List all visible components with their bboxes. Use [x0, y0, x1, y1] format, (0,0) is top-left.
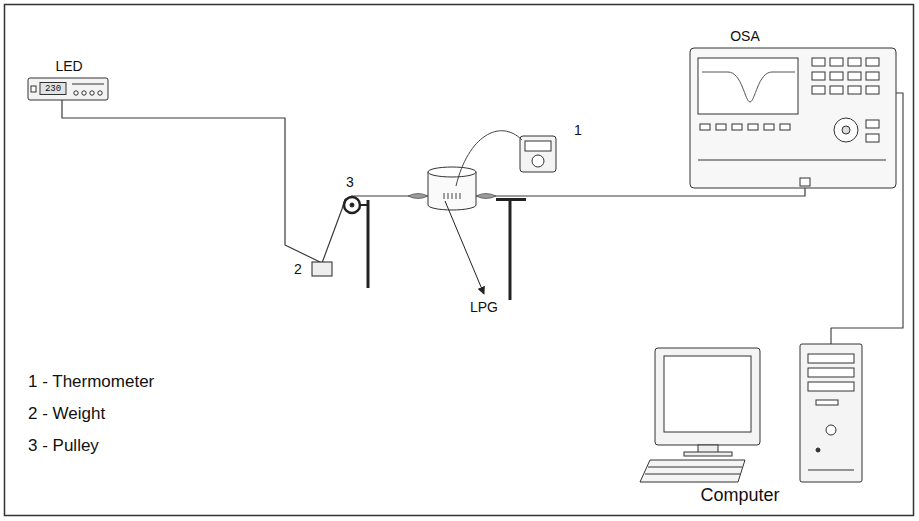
weight-block	[312, 262, 332, 276]
thermometer-device-part	[532, 155, 544, 167]
osa-instrument-part	[748, 124, 758, 130]
figure-frame	[5, 5, 914, 516]
led-source-part	[28, 78, 108, 100]
device-name: Computer	[680, 485, 800, 506]
callout-number: 1	[574, 122, 582, 138]
osa-instrument-part	[698, 58, 798, 114]
fiber-support-part	[509, 201, 512, 300]
led-source-part	[72, 84, 104, 85]
computer-illustration-part	[816, 448, 820, 452]
computer-illustration-part	[808, 470, 854, 471]
device-name: OSA	[715, 28, 775, 44]
osa-instrument-part	[812, 86, 825, 94]
led-source-part	[31, 86, 36, 92]
led-source-part	[74, 91, 78, 95]
thermometer-device	[456, 131, 556, 186]
osa-instrument-part	[866, 134, 879, 142]
osa-instrument-part	[702, 72, 795, 102]
osa-instrument-part	[764, 124, 774, 130]
computer-illustration-part	[808, 368, 854, 377]
water-beaker-part	[428, 172, 476, 210]
osa-instrument-part	[716, 124, 726, 130]
lpg-section-part	[444, 193, 445, 199]
thermometer-device-part	[525, 141, 551, 151]
lpg-section	[444, 193, 460, 199]
computer-illustration	[640, 344, 862, 482]
thermometer-device-part	[520, 136, 556, 172]
computer-illustration-part	[640, 460, 745, 482]
grating-clamps-part	[476, 194, 496, 199]
led-source-part	[98, 91, 102, 95]
part-label: LPG	[470, 299, 498, 315]
osa-instrument-part	[830, 58, 843, 66]
osa-instrument-part	[698, 160, 886, 161]
lpg-section-part	[452, 193, 453, 199]
fiber-support	[496, 200, 526, 301]
computer-illustration-part	[808, 382, 854, 391]
led-source-box: LED 230	[28, 58, 110, 100]
osa-instrument-part	[834, 118, 858, 142]
osa-instrument-part	[812, 72, 825, 80]
lpg-section-part	[456, 193, 457, 199]
osa-instrument	[690, 48, 896, 188]
water-beaker	[428, 167, 476, 210]
key-entry: 3 - Pulley	[28, 436, 99, 456]
water-beaker-part	[428, 167, 476, 177]
osa-instrument-part	[866, 120, 879, 128]
osa-box: OSA	[690, 28, 896, 188]
osa-instrument-part	[800, 178, 810, 186]
grating-clamps-part	[408, 194, 428, 199]
callout-number: 3	[346, 174, 354, 190]
osa-instrument-part	[848, 58, 861, 66]
pulley-stand-part	[367, 200, 370, 288]
computer-box: Computer	[640, 344, 865, 508]
display-reading: 230	[40, 83, 66, 95]
computer-illustration-part	[816, 400, 838, 405]
grating-clamps	[408, 194, 496, 199]
osa-instrument-part	[830, 86, 843, 94]
lpg-section-part	[448, 193, 449, 199]
osa-instrument-part	[866, 58, 879, 66]
osa-instrument-part	[842, 126, 850, 134]
osa-instrument-part	[848, 72, 861, 80]
osa-instrument-part	[700, 124, 710, 130]
computer-illustration-part	[800, 344, 862, 482]
computer-illustration-part	[826, 425, 836, 435]
led-source-part	[82, 91, 86, 95]
osa-instrument-part	[780, 124, 790, 130]
osa-instrument-part	[848, 86, 861, 94]
computer-illustration-part	[645, 474, 740, 475]
osa-instrument-part	[830, 72, 843, 80]
lpg-leader	[445, 201, 484, 294]
pulley-stand-part	[350, 203, 354, 207]
device-name: LED	[28, 58, 110, 74]
computer-illustration-part	[684, 452, 732, 456]
callout-number: 2	[294, 261, 302, 277]
osa-instrument-part	[812, 58, 825, 66]
led-source	[28, 78, 108, 100]
osa-instrument-part	[866, 86, 879, 94]
computer-illustration-part	[648, 467, 742, 468]
led-source-part	[40, 83, 66, 95]
osa-instrument-part	[732, 124, 742, 130]
computer-illustration-part	[664, 356, 751, 432]
key-entry: 1 - Thermometer	[28, 372, 154, 392]
key-entry: 2 - Weight	[28, 404, 105, 424]
lpg-section-part	[460, 193, 461, 199]
computer-illustration-part	[808, 354, 854, 363]
pulley-stand-part	[344, 197, 360, 213]
thermometer-device-part	[456, 131, 522, 186]
osa-instrument-part	[866, 72, 879, 80]
pulley-stand	[344, 197, 368, 288]
fiber-support-part	[496, 198, 526, 201]
computer-illustration-part	[655, 348, 760, 445]
led-source-part	[90, 91, 94, 95]
osa-instrument-part	[690, 48, 896, 188]
